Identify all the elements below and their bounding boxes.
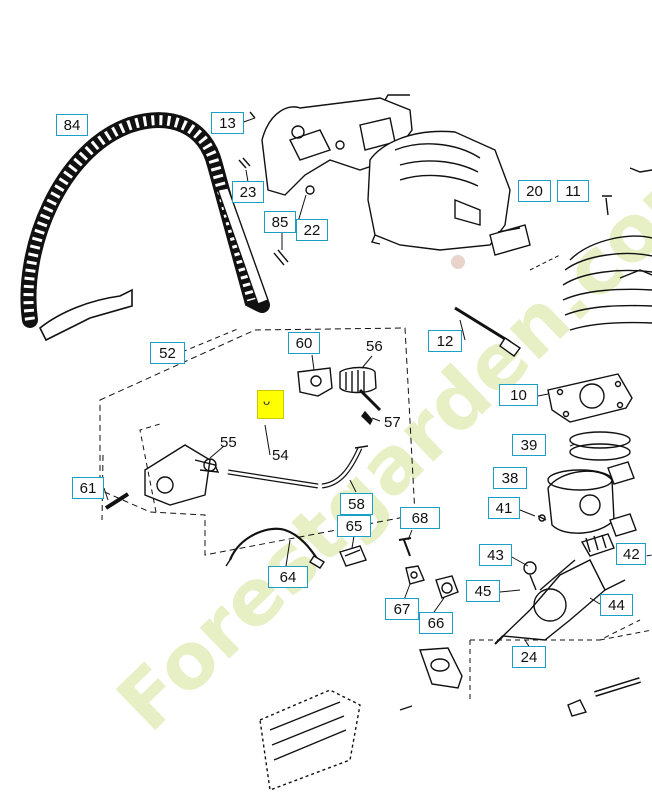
callout-38: 38: [493, 467, 527, 489]
handle-bar-84: [20, 112, 270, 328]
highlight-marker: ᴗ: [257, 390, 284, 419]
callout-84: 84: [56, 114, 88, 136]
callout-41: 41: [488, 497, 520, 519]
callout-13: 13: [211, 112, 244, 134]
label-57: 57: [384, 414, 401, 431]
callout-65: 65: [337, 515, 371, 537]
callout-22: 22: [296, 219, 328, 241]
callout-42: 42: [616, 543, 646, 565]
callout-39: 39: [512, 434, 546, 456]
callout-11: 11: [557, 180, 589, 202]
callout-85: 85: [264, 211, 296, 233]
callout-66: 66: [419, 612, 453, 634]
callout-43: 43: [479, 544, 512, 566]
callout-44: 44: [600, 594, 633, 616]
callout-52: 52: [150, 342, 185, 364]
callout-10: 10: [499, 384, 538, 406]
callout-58: 58: [340, 493, 373, 515]
callout-23: 23: [232, 181, 264, 203]
callout-12: 12: [428, 330, 462, 352]
callout-45: 45: [466, 580, 500, 602]
callout-61: 61: [72, 477, 104, 499]
callout-24: 24: [512, 646, 546, 668]
label-56: 56: [366, 338, 383, 355]
callout-20: 20: [518, 180, 551, 202]
callout-68: 68: [400, 507, 440, 529]
callout-60: 60: [288, 332, 320, 354]
label-55: 55: [220, 434, 237, 451]
label-54: 54: [272, 447, 289, 464]
callout-67: 67: [385, 598, 419, 620]
callout-64: 64: [268, 566, 308, 588]
